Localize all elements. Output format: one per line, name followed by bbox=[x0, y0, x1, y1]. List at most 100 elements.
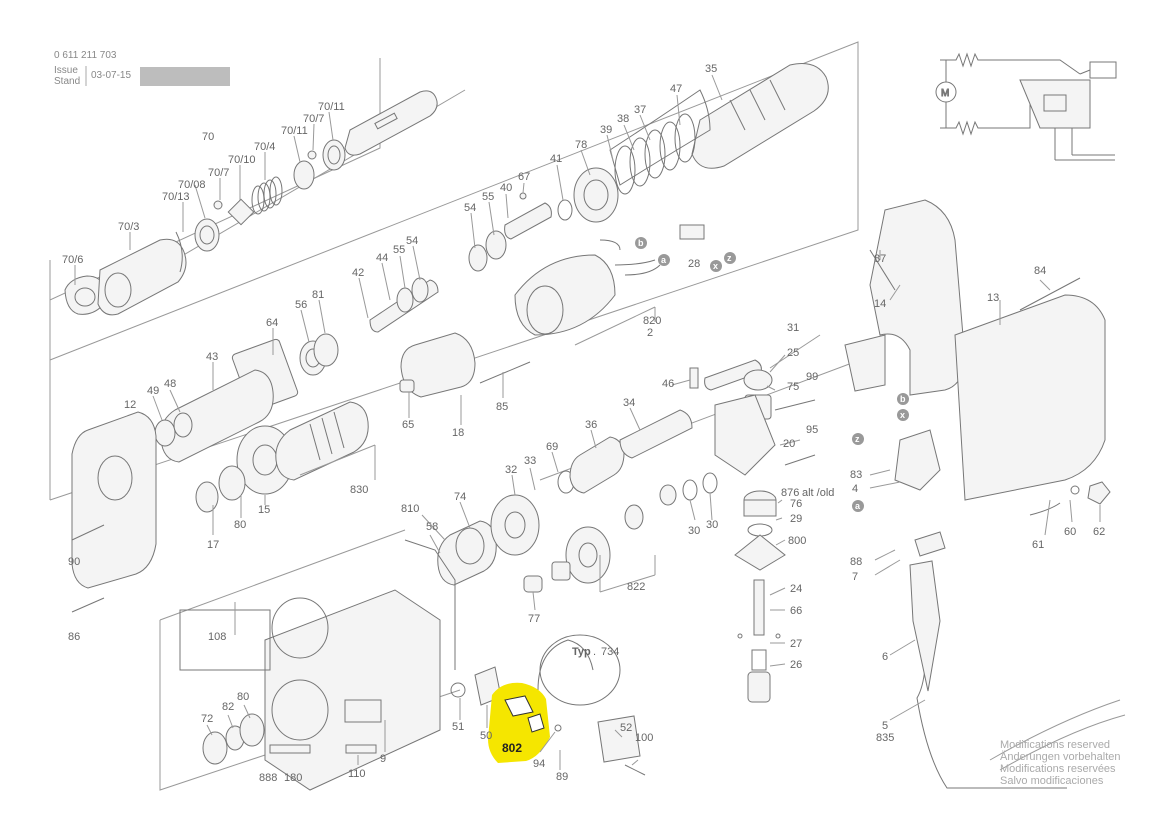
cable-protector-6 bbox=[909, 560, 941, 692]
label-820: 820 bbox=[643, 315, 661, 327]
cable-clamp-7 bbox=[914, 531, 946, 557]
typ-dot: . bbox=[593, 646, 596, 658]
label-28: 28 bbox=[688, 258, 700, 270]
label-64: 64 bbox=[266, 317, 278, 329]
spring-47 bbox=[609, 89, 711, 186]
typ-value: 734 bbox=[601, 646, 619, 658]
modifications-notice: Modifications reserved Änderungen vorbeh… bbox=[989, 699, 1126, 787]
label-55b: 55 bbox=[393, 244, 405, 256]
label-77: 77 bbox=[528, 613, 540, 625]
label-51: 51 bbox=[452, 721, 464, 733]
label-25: 25 bbox=[787, 347, 799, 359]
circuit-schematic: M bbox=[935, 52, 1117, 161]
sleeve-70-3 bbox=[97, 238, 187, 316]
handle-14 bbox=[869, 199, 966, 396]
bearing-80 bbox=[218, 465, 246, 501]
label-38: 38 bbox=[617, 113, 629, 125]
label-88: 88 bbox=[850, 556, 862, 568]
label-89: 89 bbox=[556, 771, 568, 783]
label-82: 82 bbox=[222, 701, 234, 713]
label-55a: 55 bbox=[482, 191, 494, 203]
label-810: 810 bbox=[401, 503, 419, 515]
svg-text:z: z bbox=[855, 434, 860, 444]
label-876: 876 bbox=[781, 487, 799, 499]
label-70-4: 70/4 bbox=[254, 141, 275, 153]
sleeve-36 bbox=[569, 436, 625, 494]
label-108 bbox=[179, 609, 271, 671]
switch-4 bbox=[894, 429, 941, 491]
label-822: 822 bbox=[627, 581, 645, 593]
seal-70-10 bbox=[227, 198, 255, 226]
label-86: 86 bbox=[68, 631, 80, 643]
label-20: 20 bbox=[783, 438, 795, 450]
bearing-78 bbox=[573, 167, 619, 223]
label-44: 44 bbox=[376, 252, 388, 264]
label-33: 33 bbox=[524, 455, 536, 467]
leader-lines bbox=[74, 74, 1101, 770]
label-39: 39 bbox=[600, 124, 612, 136]
label-50: 50 bbox=[480, 730, 492, 742]
piston-40 bbox=[504, 202, 552, 240]
svg-text:z: z bbox=[727, 253, 732, 263]
svg-text:a: a bbox=[855, 501, 861, 511]
label-47: 47 bbox=[670, 83, 682, 95]
label-alt-old: alt /old bbox=[802, 487, 834, 499]
handle-assembly bbox=[844, 199, 1111, 789]
bushing-77 bbox=[523, 575, 543, 593]
label-80a: 80 bbox=[234, 519, 246, 531]
label-69: 69 bbox=[546, 441, 558, 453]
label-41: 41 bbox=[550, 153, 562, 165]
label-76: 76 bbox=[790, 498, 802, 510]
label-40: 40 bbox=[500, 182, 512, 194]
chuck-assembly bbox=[64, 90, 438, 316]
label-61: 61 bbox=[1032, 539, 1044, 551]
svg-text:x: x bbox=[713, 261, 718, 271]
ring-17 bbox=[195, 481, 219, 513]
label-180: 180 bbox=[284, 772, 302, 784]
label-72: 72 bbox=[201, 713, 213, 725]
svg-text:b: b bbox=[638, 238, 644, 248]
label-800: 800 bbox=[788, 535, 806, 547]
motor-housing bbox=[179, 539, 456, 791]
label-42: 42 bbox=[352, 267, 364, 279]
label-70-13: 70/13 bbox=[162, 191, 190, 203]
label-65: 65 bbox=[402, 419, 414, 431]
bearing-72 bbox=[202, 731, 228, 765]
brush-holder-28 bbox=[679, 224, 705, 240]
baffle-18 bbox=[400, 332, 476, 398]
gear-train bbox=[437, 409, 718, 593]
label-87: 87 bbox=[874, 253, 886, 265]
label-9: 9 bbox=[380, 753, 386, 765]
label-4: 4 bbox=[852, 483, 858, 495]
plate-52 bbox=[597, 715, 641, 763]
gear-32 bbox=[490, 494, 540, 556]
label-80b: 80 bbox=[237, 691, 249, 703]
armature-830 bbox=[275, 401, 369, 481]
label-34: 34 bbox=[623, 397, 635, 409]
label-52: 52 bbox=[620, 722, 632, 734]
label-48: 48 bbox=[164, 378, 176, 390]
label-30b: 30 bbox=[706, 519, 718, 531]
spindle-35 bbox=[691, 63, 829, 169]
label-49: 49 bbox=[147, 385, 159, 397]
shaft-34 bbox=[619, 409, 693, 459]
svg-text:b: b bbox=[900, 394, 906, 404]
label-7: 7 bbox=[852, 571, 858, 583]
label-35: 35 bbox=[705, 63, 717, 75]
label-2: 2 bbox=[647, 327, 653, 339]
part-62 bbox=[1087, 481, 1111, 505]
label-81: 81 bbox=[312, 289, 324, 301]
label-26: 26 bbox=[790, 659, 802, 671]
document-header: 0 611 211 703 Issue Stand 03-07-15 bbox=[54, 50, 230, 87]
label-31: 31 bbox=[787, 322, 799, 334]
highlight-blob bbox=[488, 682, 550, 763]
typ-label: Typ bbox=[572, 646, 591, 658]
label-54b: 54 bbox=[406, 235, 418, 247]
label-100: 100 bbox=[635, 732, 653, 744]
label-835: 835 bbox=[876, 732, 894, 744]
issue-date: 03-07-15 bbox=[91, 70, 131, 81]
label-85: 85 bbox=[496, 401, 508, 413]
tool-holder-70 bbox=[344, 90, 438, 156]
label-18: 18 bbox=[452, 427, 464, 439]
